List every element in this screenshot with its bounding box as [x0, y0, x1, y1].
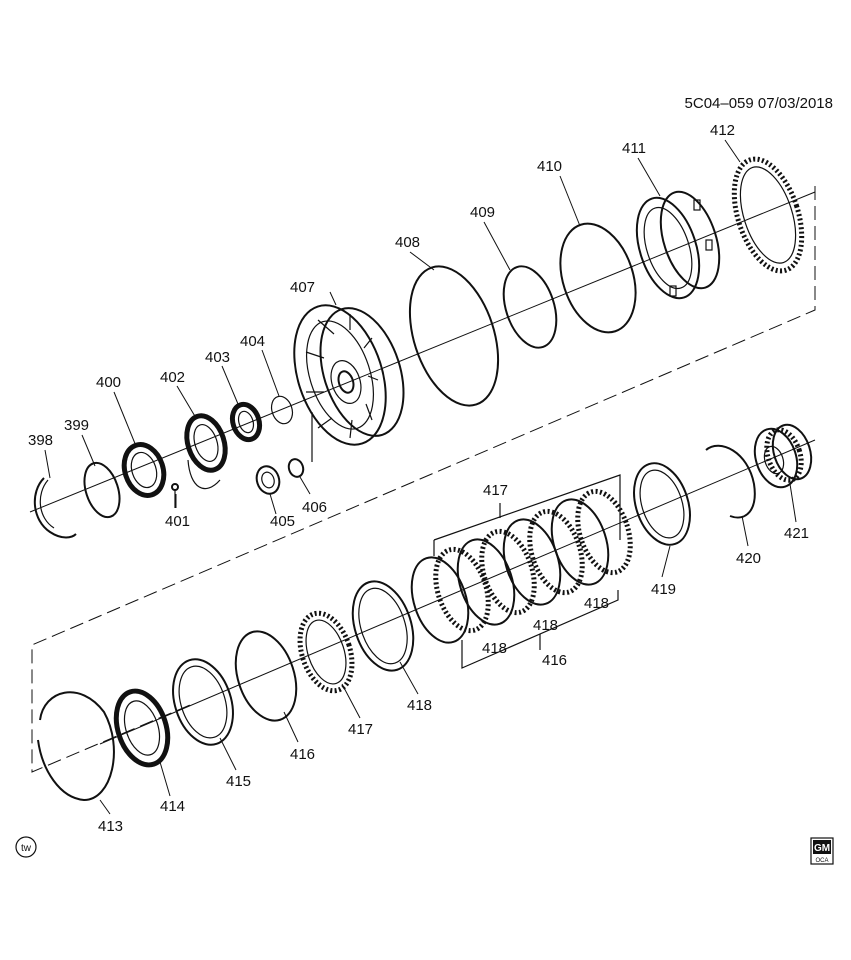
- part-400-seal: [121, 442, 167, 498]
- part-415-plate: [172, 658, 234, 746]
- part-407-housing: [293, 304, 405, 462]
- callout-410: 410: [537, 158, 562, 175]
- callout-414: 414: [160, 798, 185, 815]
- callout-418-pack-c: 418: [584, 595, 609, 612]
- callout-419: 419: [651, 581, 676, 598]
- callout-417-lower: 417: [348, 721, 373, 738]
- part-414-seal: [113, 688, 171, 768]
- callout-399: 399: [64, 417, 89, 434]
- leader-lines: [44, 139, 797, 815]
- callout-401: 401: [165, 513, 190, 530]
- callout-412: 412: [710, 122, 735, 139]
- part-406-seal: [287, 458, 305, 478]
- callout-413: 413: [98, 818, 123, 835]
- diagram-code-date: 5C04–059 07/03/2018: [685, 95, 833, 112]
- upper-axis-line: [29, 191, 816, 513]
- callout-421: 421: [784, 525, 809, 542]
- part-399-ring: [83, 461, 121, 519]
- callout-398: 398: [28, 432, 53, 449]
- part-402-piston: [184, 413, 228, 490]
- callout-417-bracket: 417: [483, 482, 508, 499]
- callout-418-pack-a: 418: [482, 640, 507, 657]
- callout-420: 420: [736, 550, 761, 567]
- part-413-snap-ring: [37, 691, 115, 802]
- callout-407: 407: [290, 279, 315, 296]
- svg-text:OCA: OCA: [815, 858, 828, 864]
- part-401-pin: [171, 483, 179, 508]
- part-410-ring: [559, 222, 637, 334]
- part-411-drum: [635, 190, 721, 300]
- part-421-bearing: [753, 423, 813, 489]
- callout-409: 409: [470, 204, 495, 221]
- callout-415: 415: [226, 773, 251, 790]
- part-408-ring: [408, 265, 500, 407]
- svg-text:GM: GM: [814, 843, 830, 854]
- part-409-ring: [502, 265, 558, 349]
- callout-416-bracket: 416: [542, 652, 567, 669]
- callout-408: 408: [395, 234, 420, 251]
- callout-411: 411: [622, 140, 646, 157]
- callout-402: 402: [160, 369, 185, 386]
- clutch-pack-group: [410, 474, 633, 669]
- callout-416-lower: 416: [290, 746, 315, 763]
- part-417-friction-plate: [297, 610, 355, 694]
- part-403-seal: [229, 401, 263, 443]
- callout-403: 403: [205, 349, 230, 366]
- part-412-toothed-ring: [731, 156, 805, 274]
- callout-404: 404: [240, 333, 265, 350]
- gm-logo: GM OCA: [810, 837, 834, 865]
- svg-text:tw: tw: [21, 843, 32, 854]
- part-420-snap-ring: [705, 444, 756, 519]
- part-404-o-ring: [270, 395, 294, 425]
- part-405-seal: [255, 465, 281, 495]
- callout-400: 400: [96, 374, 121, 391]
- tw-badge: tw: [15, 836, 37, 858]
- upper-dash-return: [31, 186, 816, 773]
- part-418-steel-plate: [351, 580, 415, 672]
- callout-418-pack-b: 418: [533, 617, 558, 634]
- lower-axis-line: [99, 439, 816, 745]
- callout-418-lower: 418: [407, 697, 432, 714]
- part-419-plate: [633, 462, 691, 546]
- callout-406: 406: [302, 499, 327, 516]
- part-416-ring: [234, 630, 298, 722]
- part-398-snap-ring: [33, 477, 77, 539]
- callout-405: 405: [270, 513, 295, 530]
